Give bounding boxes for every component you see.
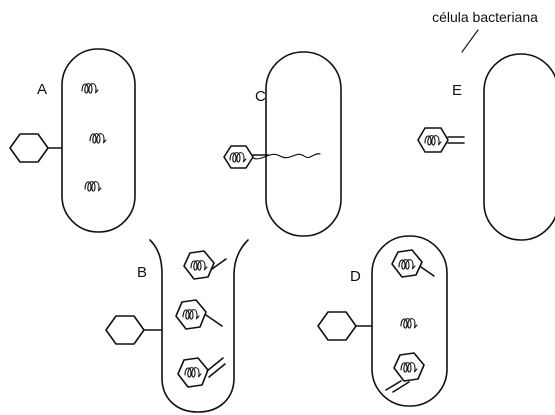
panel-a-label: A [37,81,47,98]
dna-coil-d [401,319,417,328]
dna-coil-a3 [85,182,101,191]
progeny-phage-d2 [386,353,424,392]
bacterial-cell-caption: célula bacteriana [432,9,538,25]
phage-head-c [224,146,253,168]
progeny-phage-b1 [184,251,226,279]
panel-e-label: E [452,82,462,99]
panel-c-label: C [255,88,266,105]
panel-e: E [418,54,555,240]
dna-coil-e [425,136,441,145]
panel-a: A [10,49,135,232]
bacterial-cell-e [484,54,555,240]
progeny-phage-b3 [178,358,225,387]
panel-b-label: B [137,264,147,281]
progeny-phage-d1 [392,250,434,277]
phage-head-b [106,316,144,344]
dna-coil-a1 [82,84,98,93]
bacterial-cell-a [62,49,135,232]
phage-head-a [10,134,48,162]
progeny-phage-b2 [176,300,222,329]
bacterial-cell-c [266,52,341,236]
dna-coil-c [230,153,246,162]
dna-coil-a2 [90,134,106,143]
caption-pointer-line [462,30,478,52]
panel-b: B [106,240,248,412]
panel-c: C [224,52,341,236]
phage-head-e [418,128,448,152]
phage-head-d [318,312,356,340]
panel-d: D [318,236,447,406]
panel-d-label: D [350,268,361,285]
